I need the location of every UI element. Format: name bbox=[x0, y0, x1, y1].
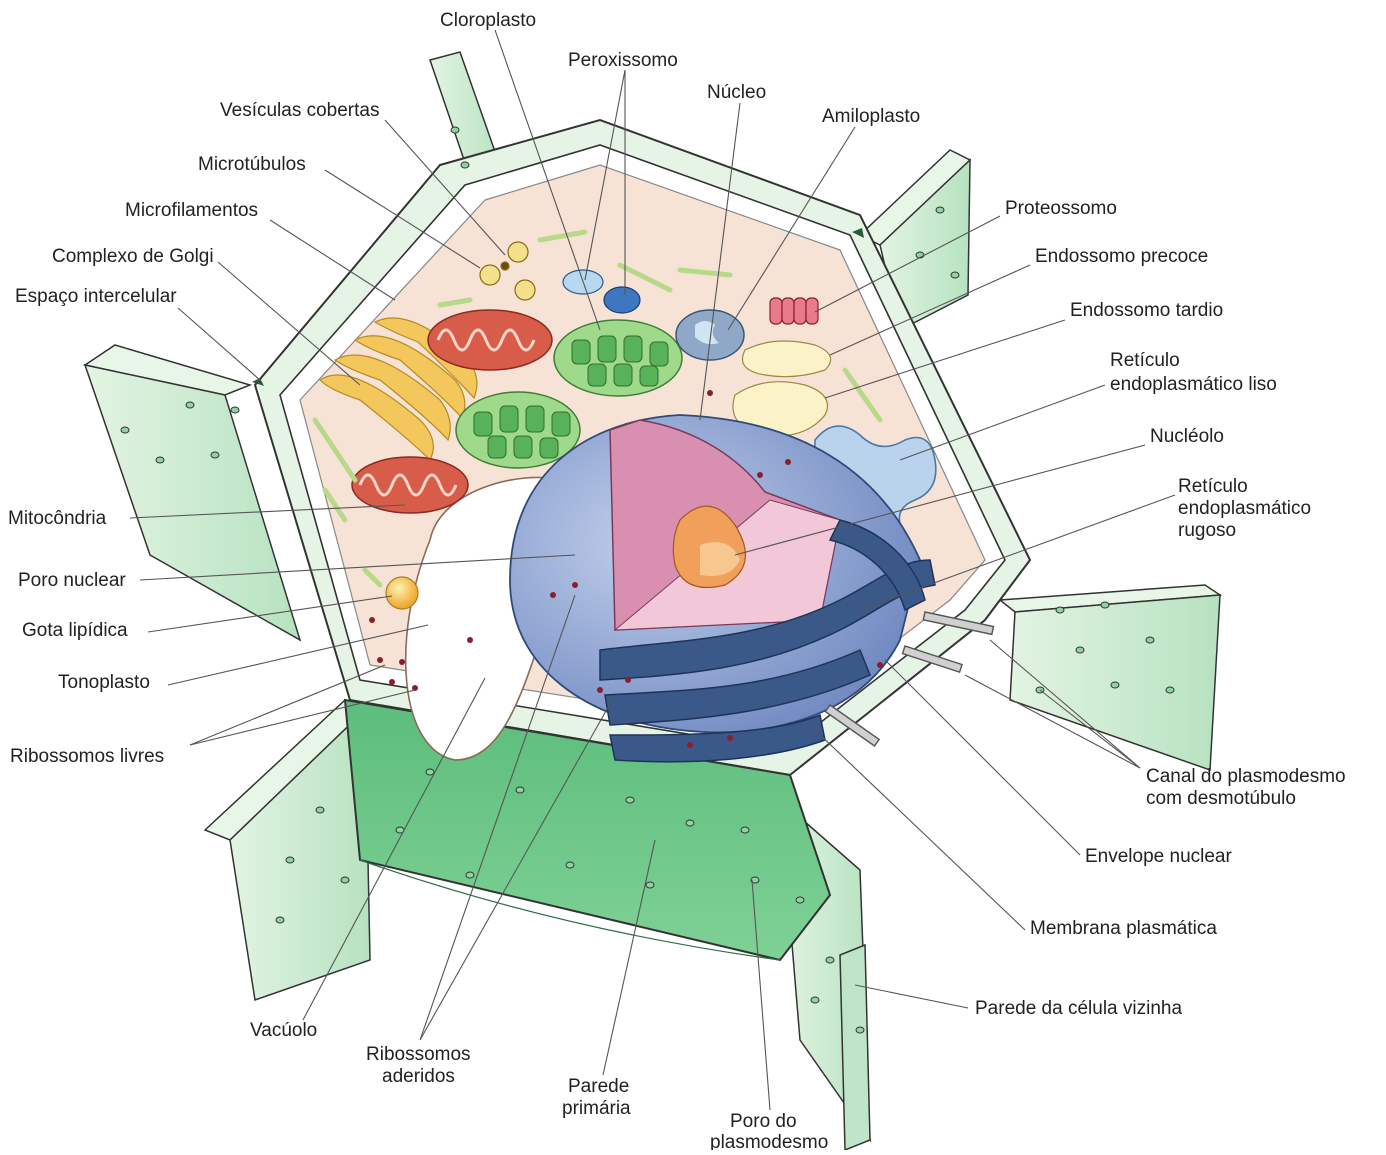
label-amiloplasto: Amiloplasto bbox=[822, 106, 920, 127]
label-parede-vizinha: Parede da célula vizinha bbox=[975, 998, 1182, 1019]
early-endosome bbox=[743, 341, 831, 377]
label-proteossomo: Proteossomo bbox=[1005, 198, 1117, 219]
label-complexo-golgi: Complexo de Golgi bbox=[52, 246, 214, 267]
label-ribossomos-aderidos-2: aderidos bbox=[382, 1066, 455, 1087]
label-poro-plasmodesmo-2: plasmodesmo bbox=[710, 1132, 828, 1150]
label-microfilamentos: Microfilamentos bbox=[125, 200, 258, 221]
label-nucleolo: Nucléolo bbox=[1150, 426, 1224, 447]
label-endossomo-precoce: Endossomo precoce bbox=[1035, 246, 1208, 267]
label-espaco-intercelular: Espaço intercelular bbox=[15, 286, 177, 307]
label-reticulo-liso-1: Retículo bbox=[1110, 350, 1180, 371]
peroxisome-2 bbox=[604, 287, 640, 313]
label-peroxissomo: Peroxissomo bbox=[568, 50, 678, 71]
label-envelope-nuclear: Envelope nuclear bbox=[1085, 846, 1232, 867]
label-ribossomos-aderidos-1: Ribossomos bbox=[366, 1044, 471, 1065]
label-poro-plasmodesmo-1: Poro do bbox=[730, 1111, 797, 1132]
label-ribossomos-livres: Ribossomos livres bbox=[10, 746, 164, 767]
label-gota-lipidica: Gota lipídica bbox=[22, 620, 128, 641]
label-parede-primaria-1: Parede bbox=[568, 1076, 629, 1097]
label-tonoplasto: Tonoplasto bbox=[58, 672, 150, 693]
amyloplast bbox=[676, 310, 744, 360]
proteasome bbox=[770, 298, 818, 324]
label-cloroplasto: Cloroplasto bbox=[440, 10, 536, 31]
label-mitocondria: Mitocôndria bbox=[8, 508, 107, 529]
label-nucleo: Núcleo bbox=[707, 82, 766, 103]
label-vesiculas-cobertas: Vesículas cobertas bbox=[220, 100, 379, 121]
label-reticulo-liso-2: endoplasmático liso bbox=[1110, 374, 1277, 395]
label-parede-primaria-2: primária bbox=[562, 1098, 631, 1119]
label-endossomo-tardio: Endossomo tardio bbox=[1070, 300, 1223, 321]
label-membrana-plasmatica: Membrana plasmática bbox=[1030, 918, 1217, 939]
label-reticulo-rugoso-2: endoplasmático bbox=[1178, 498, 1311, 519]
label-poro-nuclear: Poro nuclear bbox=[18, 570, 126, 591]
label-reticulo-rugoso-3: rugoso bbox=[1178, 520, 1236, 541]
label-canal-plasmodesmo-1: Canal do plasmodesmo bbox=[1146, 766, 1346, 787]
label-canal-plasmodesmo-2: com desmotúbulo bbox=[1146, 788, 1296, 809]
label-vacuolo: Vacúolo bbox=[250, 1020, 317, 1041]
label-reticulo-rugoso-1: Retículo bbox=[1178, 476, 1248, 497]
lipid-droplet bbox=[386, 577, 418, 609]
label-microtubulos: Microtúbulos bbox=[198, 154, 306, 175]
